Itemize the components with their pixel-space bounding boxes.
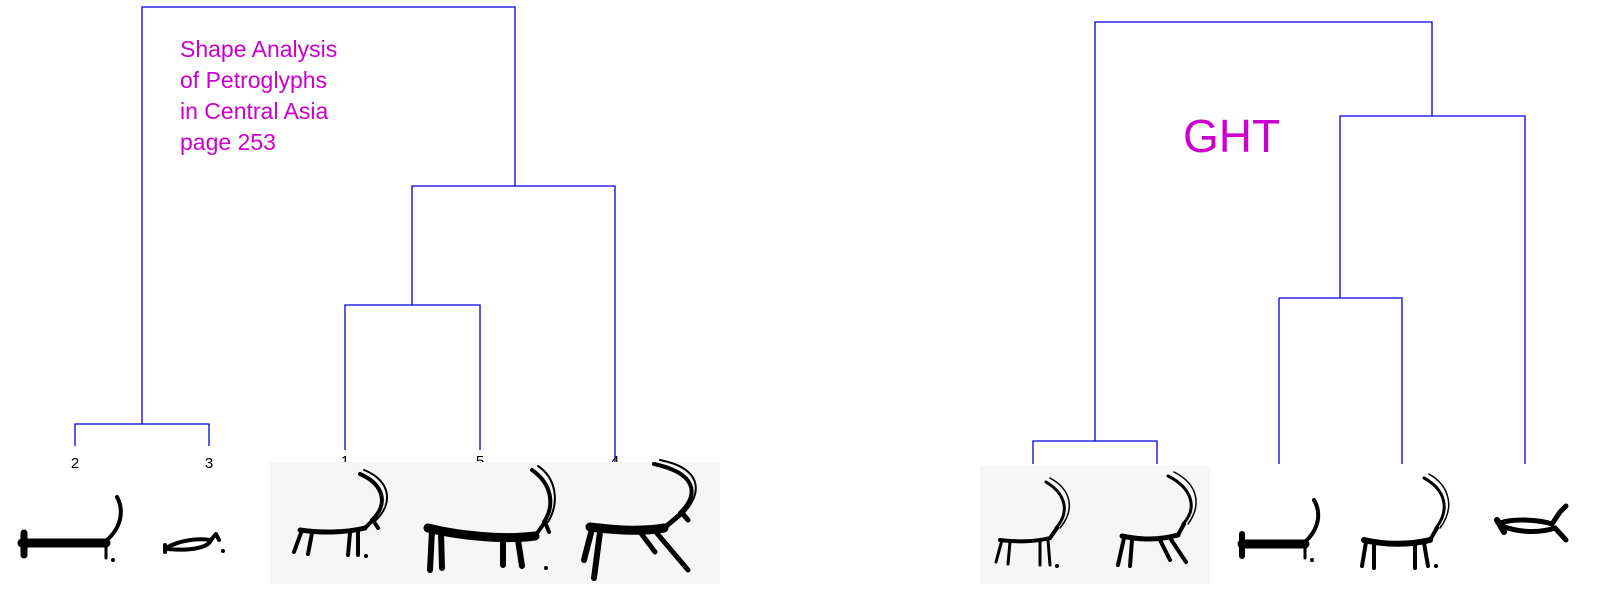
left-dendrogram-branches [75,7,615,462]
left-glyph-strip-bg [270,462,720,584]
right-dendrogram: GHT [980,22,1566,584]
left-link-1-5 [345,305,480,450]
right-dendrogram-branches [1033,22,1525,464]
ibex-glyph-2 [22,497,121,562]
ibex-glyph-c [1242,500,1318,562]
ght-label: GHT [1183,110,1280,162]
ibex-glyph-e [1497,506,1566,540]
right-link-a-b [1033,441,1157,464]
right-link-c-d [1279,298,1402,464]
right-root-link [1095,22,1432,441]
left-link-2-3 [75,424,209,446]
annotation-line-3: in Central Asia [180,98,329,124]
leaf-label-2: 2 [71,455,79,472]
left-dendrogram: Shape Analysis of Petroglyphs in Central… [22,7,720,584]
annotation-line-2: of Petroglyphs [180,67,327,93]
right-glyph-strip-bg-1 [980,466,1210,584]
ibex-glyph-d [1362,474,1449,568]
leaf-label-3: 3 [205,455,213,472]
annotation-line-1: Shape Analysis [180,36,337,62]
annotation-line-4: page 253 [180,129,276,155]
right-link-cd-e [1340,116,1525,464]
ibex-glyph-3 [165,534,225,553]
left-link-15-4 [412,186,615,462]
